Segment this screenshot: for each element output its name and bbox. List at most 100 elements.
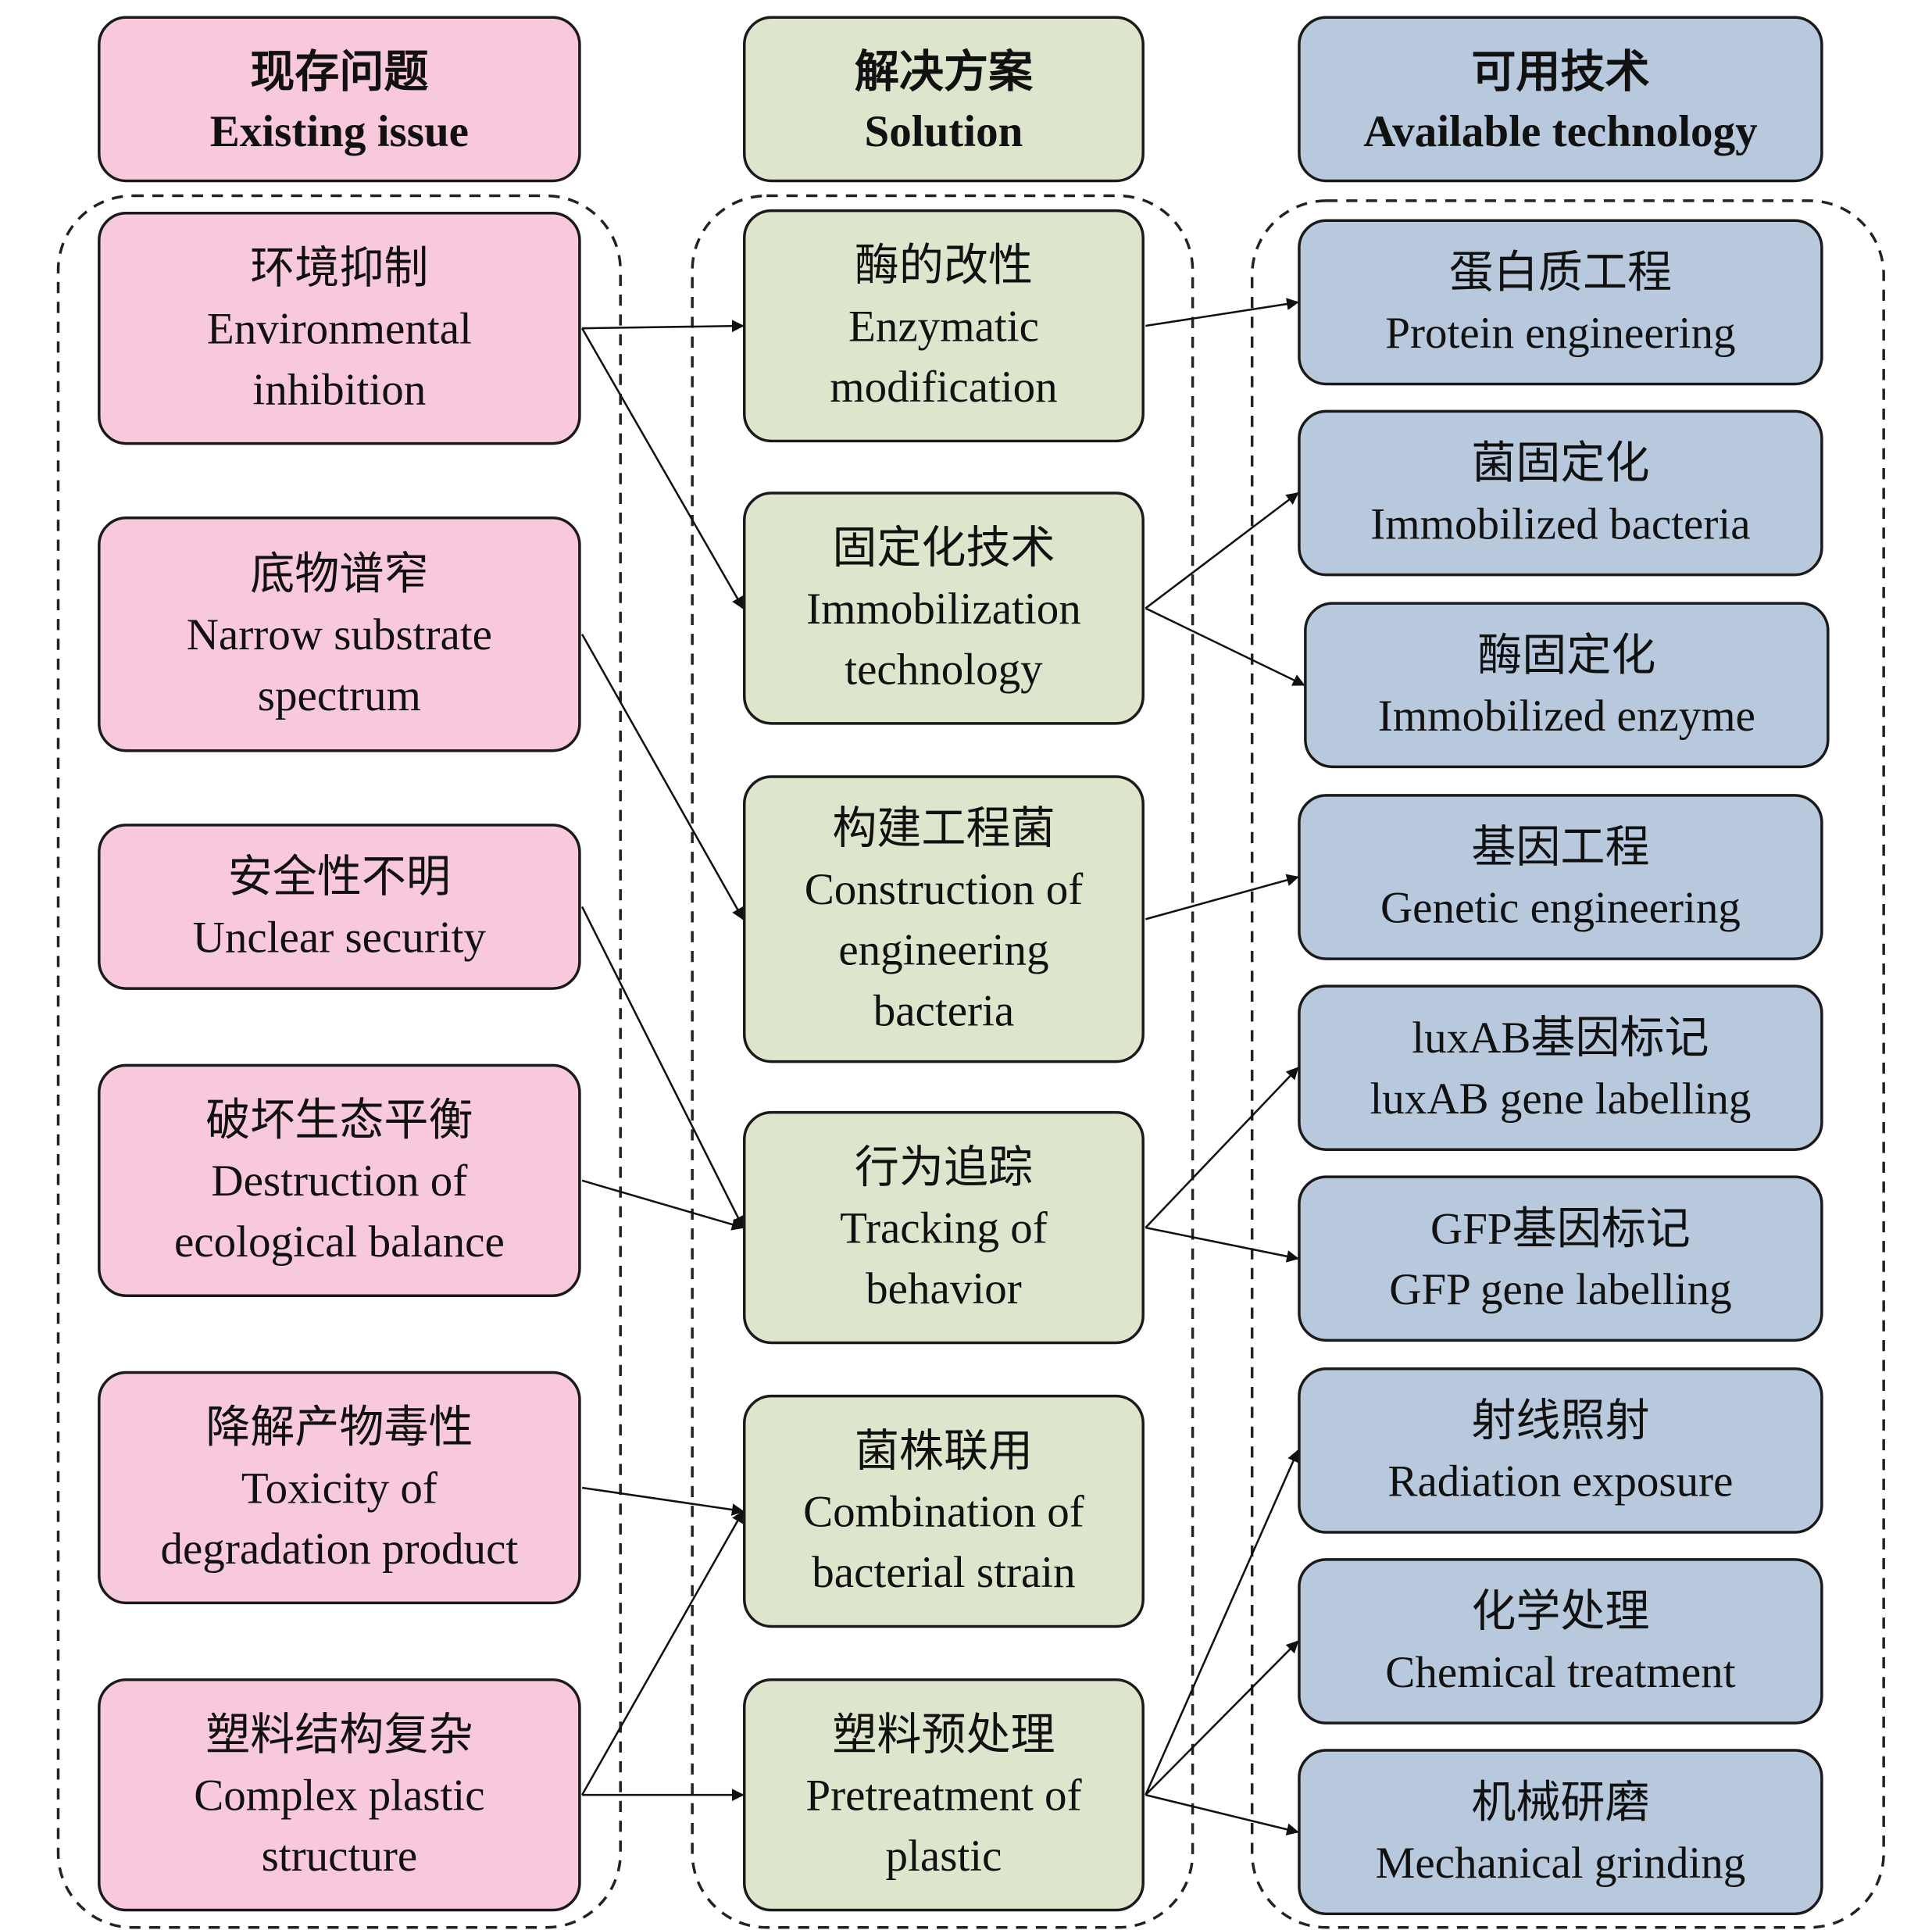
solution-node-label-en: engineering (838, 926, 1048, 975)
technology-node: luxAB基因标记 luxAB gene labelling (1298, 985, 1823, 1151)
issue-node-label-en: spectrum (258, 671, 421, 720)
solution-node-box (742, 1394, 1145, 1628)
column-header-technology: 可用技术 Available technology (1298, 16, 1823, 183)
connector-arrow (1145, 1226, 1299, 1263)
column-header-title-zh: 可用技术 (1471, 48, 1649, 97)
solution-node-label-en: Tracking of (840, 1203, 1048, 1253)
issue-node-label-zh: 底物谱窄 (250, 549, 428, 599)
solution-node-box (742, 775, 1145, 1063)
solution-node: 构建工程菌 Construction of engineering bacteria (742, 775, 1145, 1063)
issue-node-label-en: structure (262, 1832, 418, 1881)
connector-arrow (580, 906, 745, 1229)
technology-node-label-zh: 基因工程 (1471, 823, 1649, 872)
technology-node-label-zh: luxAB基因标记 (1412, 1013, 1709, 1063)
connector-arrow (1145, 1793, 1299, 1835)
column-header-title-en: Solution (864, 107, 1023, 156)
issue-node-label-en: inhibition (252, 365, 426, 414)
technology-node-label-zh: GFP基因标记 (1430, 1204, 1691, 1253)
technology-node-label-en: Radiation exposure (1387, 1457, 1733, 1506)
column-header-title-en: Available technology (1363, 107, 1757, 156)
column-header-title-zh: 现存问题 (250, 48, 428, 97)
technology-node-box (1298, 985, 1823, 1151)
technology-node: 机械研磨 Mechanical grinding (1298, 1749, 1823, 1916)
connector-arrow (1145, 492, 1299, 609)
solution-node-label-en: Combination of (803, 1488, 1084, 1537)
solution-node-label-en: technology (845, 645, 1043, 695)
solution-node-box (742, 491, 1145, 725)
issue-node-box (98, 516, 581, 752)
technology-node-box (1298, 1175, 1823, 1342)
connector-arrow (580, 634, 745, 920)
connector-arrow (582, 320, 745, 333)
technology-node-label-en: Protein engineering (1385, 309, 1735, 358)
solution-node-label-zh: 行为追踪 (855, 1143, 1033, 1192)
connector-arrow (580, 1510, 745, 1796)
solution-node: 行为追踪 Tracking of behavior (742, 1110, 1145, 1345)
issue-node-label-zh: 破坏生态平衡 (205, 1096, 473, 1145)
technology-node-label-zh: 酶固定化 (1477, 631, 1655, 680)
solution-group-outline (691, 194, 1195, 1929)
connector-arrow (1145, 1449, 1299, 1796)
issue-node-label-en: Complex plastic (194, 1771, 484, 1821)
technology-node-box (1304, 602, 1830, 769)
connector-arrow (581, 1179, 745, 1231)
issue-node-label-zh: 塑料结构复杂 (205, 1710, 473, 1760)
issue-node-label-zh: 降解产物毒性 (205, 1403, 473, 1453)
technology-node: 化学处理 Chemical treatment (1298, 1558, 1823, 1724)
column-header-box (1298, 16, 1823, 183)
issue-node-box (98, 1678, 581, 1912)
issue-node: 塑料结构复杂 Complex plastic structure (98, 1678, 581, 1912)
issue-node-label-en: Toxicity of (241, 1464, 437, 1513)
technology-node-label-zh: 化学处理 (1471, 1587, 1649, 1636)
technology-node: 蛋白质工程 Protein engineering (1298, 219, 1823, 386)
technology-node-box (1298, 1749, 1823, 1916)
technology-node: 酶固定化 Immobilized enzyme (1304, 602, 1830, 769)
connector-arrow (1145, 1640, 1299, 1796)
technology-node-label-zh: 蛋白质工程 (1449, 248, 1672, 297)
issue-node-label-en: ecological balance (174, 1217, 505, 1267)
technology-node-label-zh: 机械研磨 (1471, 1778, 1649, 1827)
technology-node-label-en: luxAB gene labelling (1370, 1074, 1751, 1124)
technology-node-box (1298, 1558, 1823, 1724)
technology-node-label-zh: 射线照射 (1471, 1396, 1649, 1446)
solution-node-label-en: Construction of (805, 865, 1084, 914)
solution-node-label-en: bacteria (873, 986, 1014, 1035)
issue-node-label-en: degradation product (160, 1524, 518, 1574)
technology-node: 射线照射 Radiation exposure (1298, 1367, 1823, 1534)
solution-node-label-zh: 构建工程菌 (832, 804, 1055, 853)
solution-node-label-en: Pretreatment of (805, 1771, 1081, 1821)
issue-node-label-zh: 环境抑制 (250, 244, 428, 293)
technology-node-box (1298, 219, 1823, 386)
technology-node-label-en: Mechanical grinding (1376, 1839, 1746, 1888)
connector-arrow (580, 327, 745, 609)
technology-node-box (1298, 409, 1823, 577)
column-header-box (742, 16, 1145, 183)
technology-node-label-en: Immobilized enzyme (1378, 692, 1755, 741)
technology-group-outline (1250, 199, 1885, 1929)
solution-node-label-en: bacterial strain (812, 1548, 1075, 1597)
connector-arrow (1145, 1067, 1299, 1228)
connector-arrow (581, 1486, 745, 1516)
solution-node-box (742, 209, 1145, 443)
connector-arrow (1145, 298, 1299, 327)
column-header-issue: 现存问题 Existing issue (98, 16, 581, 183)
technology-node-box (1298, 794, 1823, 960)
column-header-title-en: Existing issue (210, 107, 469, 156)
solution-node-label-en: behavior (866, 1264, 1022, 1313)
technology-node-label-en: Chemical treatment (1385, 1648, 1735, 1697)
issue-node-label-en: Unclear security (193, 913, 487, 963)
technology-node-box (1298, 1367, 1823, 1534)
column-header-box (98, 16, 581, 183)
